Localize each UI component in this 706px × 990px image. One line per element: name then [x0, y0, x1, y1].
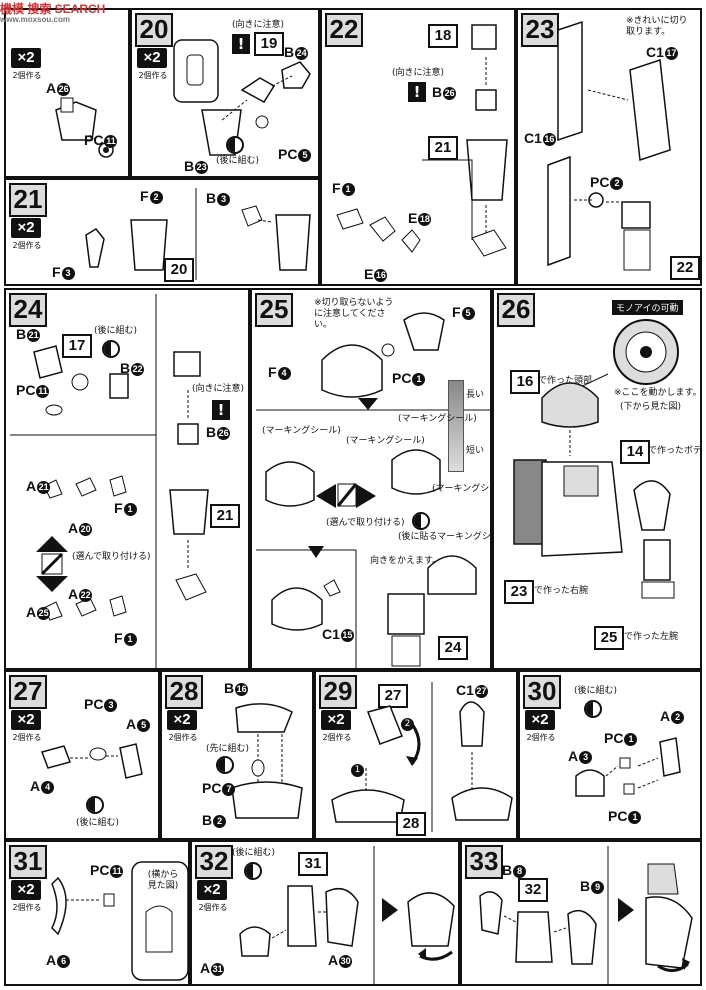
step-22-art — [336, 24, 508, 257]
x2-badge: ×2 — [11, 218, 41, 238]
step-number: 27 — [9, 675, 47, 709]
step-number: 21 — [9, 183, 47, 217]
ref-box: 27 — [378, 684, 408, 708]
step-28-art — [231, 703, 303, 819]
ref-box: 20 — [164, 258, 194, 282]
ref-box: 18 — [428, 24, 458, 48]
step-number: 32 — [195, 845, 233, 879]
step-number: 30 — [523, 675, 561, 709]
step-26-art — [513, 319, 679, 599]
later-icon — [86, 796, 104, 814]
ref-box: 25 — [594, 626, 624, 650]
caution-icon: ! — [212, 400, 230, 420]
ref-box: 19 — [254, 32, 284, 56]
step-number: 28 — [165, 675, 203, 709]
later-icon — [244, 862, 262, 880]
step-number: 23 — [521, 13, 559, 47]
step-23-art — [547, 20, 671, 271]
step-24-art — [10, 294, 209, 668]
ref-box: 23 — [504, 580, 534, 604]
order-1: 1 — [351, 764, 364, 777]
ref-box: 28 — [396, 812, 426, 836]
x2-badge: ×2 — [11, 710, 41, 730]
later-icon — [226, 136, 244, 154]
step-number: 33 — [465, 845, 503, 879]
ref-box: 22 — [670, 256, 700, 280]
x2-badge: ×2 — [11, 48, 41, 68]
step-27-art — [41, 743, 143, 779]
step-number: 29 — [319, 675, 357, 709]
caution-icon: ! — [408, 82, 426, 102]
step-33-art — [479, 846, 693, 984]
step-29-art — [331, 682, 513, 832]
ref-box: 32 — [518, 878, 548, 902]
x2-caption: 2個作る — [12, 733, 42, 742]
x2-caption: 2個作る — [12, 241, 42, 250]
step-21-art — [85, 188, 311, 280]
step-number: 24 — [9, 293, 47, 327]
monoeye-badge: モノアイの可動 — [612, 300, 683, 315]
x2-badge: ×2 — [197, 880, 227, 900]
x2-caption: 2個作る — [168, 733, 198, 742]
x2-badge: ×2 — [137, 48, 167, 68]
step-number: 22 — [325, 13, 363, 47]
step-30-art — [575, 737, 681, 797]
x2-caption: 2個作る — [322, 733, 352, 742]
later-icon — [412, 512, 430, 530]
ref-box: 17 — [62, 334, 92, 358]
seal-length-bar — [448, 380, 464, 472]
ref-box: 14 — [620, 440, 650, 464]
x2-badge: ×2 — [321, 710, 351, 730]
step-number: 20 — [135, 13, 173, 47]
ref-box: 24 — [438, 636, 468, 660]
ref-box: 21 — [210, 504, 240, 528]
x2-caption: 2個作る — [198, 903, 228, 912]
step-number: 25 — [255, 293, 293, 327]
ref-box: 21 — [428, 136, 458, 160]
ref-box: 16 — [510, 370, 540, 394]
x2-caption: 2個作る — [12, 71, 42, 80]
step-31-art — [51, 861, 188, 981]
later-icon — [584, 700, 602, 718]
ref-box: 31 — [298, 852, 328, 876]
x2-caption: 2個作る — [12, 903, 42, 912]
watermark-logo: 機模 搜索 SEARCH www.moxsou.com — [0, 2, 106, 24]
step-32-art — [239, 846, 455, 984]
step-number: 31 — [9, 845, 47, 879]
x2-caption: 2個作る — [526, 733, 556, 742]
x2-badge: ×2 — [525, 710, 555, 730]
x2-badge: ×2 — [11, 880, 41, 900]
first-icon — [216, 756, 234, 774]
caution-icon: ! — [232, 34, 250, 54]
x2-caption: 2個作る — [138, 71, 168, 80]
order-2: 2 — [401, 718, 414, 731]
step-26-panel: 26 モノアイの可動 16 で作った頭部 ※ここを動かします。 (下から見た図)… — [492, 288, 702, 670]
x2-badge: ×2 — [167, 710, 197, 730]
step-25-art — [256, 312, 490, 668]
later-icon — [102, 340, 120, 358]
step-number: 26 — [497, 293, 535, 327]
